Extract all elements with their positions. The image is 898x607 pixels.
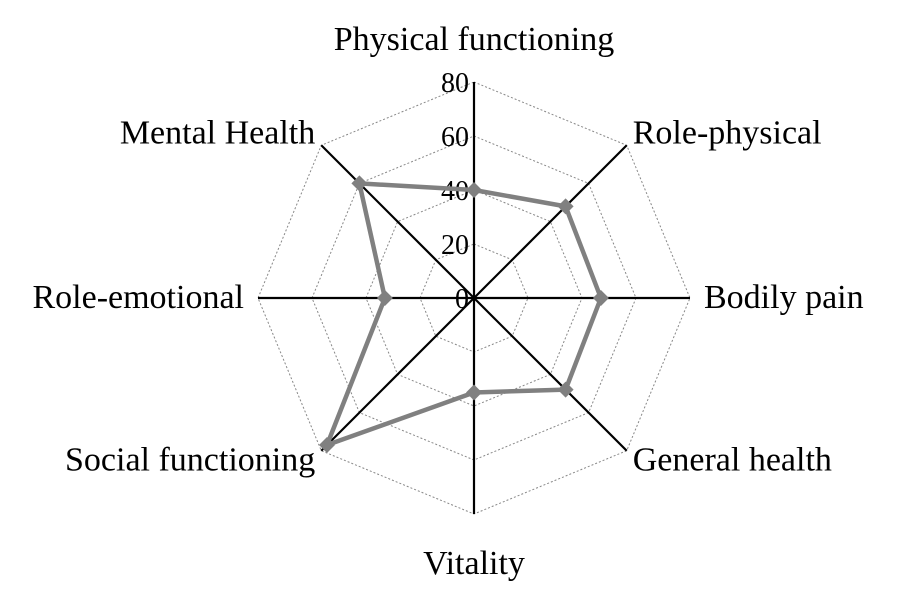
data-point-5 [319,437,335,453]
tick-label-3: 60 [441,122,469,153]
category-label-4: Vitality [423,545,525,582]
series-layer [319,175,609,453]
category-label-1: Role-physical [633,114,822,151]
data-point-4 [466,384,482,401]
category-labels: Physical functioningRole-physicalBodily … [32,21,863,582]
data-point-1 [557,198,574,215]
category-label-7: Mental Health [120,114,315,151]
tick-label-4: 80 [441,68,469,99]
spoke-7 [320,144,475,299]
tick-label-0: 0 [455,284,469,315]
data-point-3 [557,381,574,398]
data-point-7 [351,175,368,192]
tick-label-1: 20 [441,230,469,261]
data-point-2 [592,290,609,306]
spoke-5 [320,297,475,452]
category-label-3: General health [633,442,832,479]
spoke-3 [473,297,628,452]
spoke-1 [473,144,628,299]
category-label-2: Bodily pain [704,279,864,316]
category-label-0: Physical functioning [334,21,614,58]
data-point-6 [376,290,393,306]
category-label-5: Social functioning [65,442,315,479]
data-point-0 [466,182,482,198]
category-label-6: Role-emotional [32,279,244,316]
axis-spokes [258,82,690,514]
